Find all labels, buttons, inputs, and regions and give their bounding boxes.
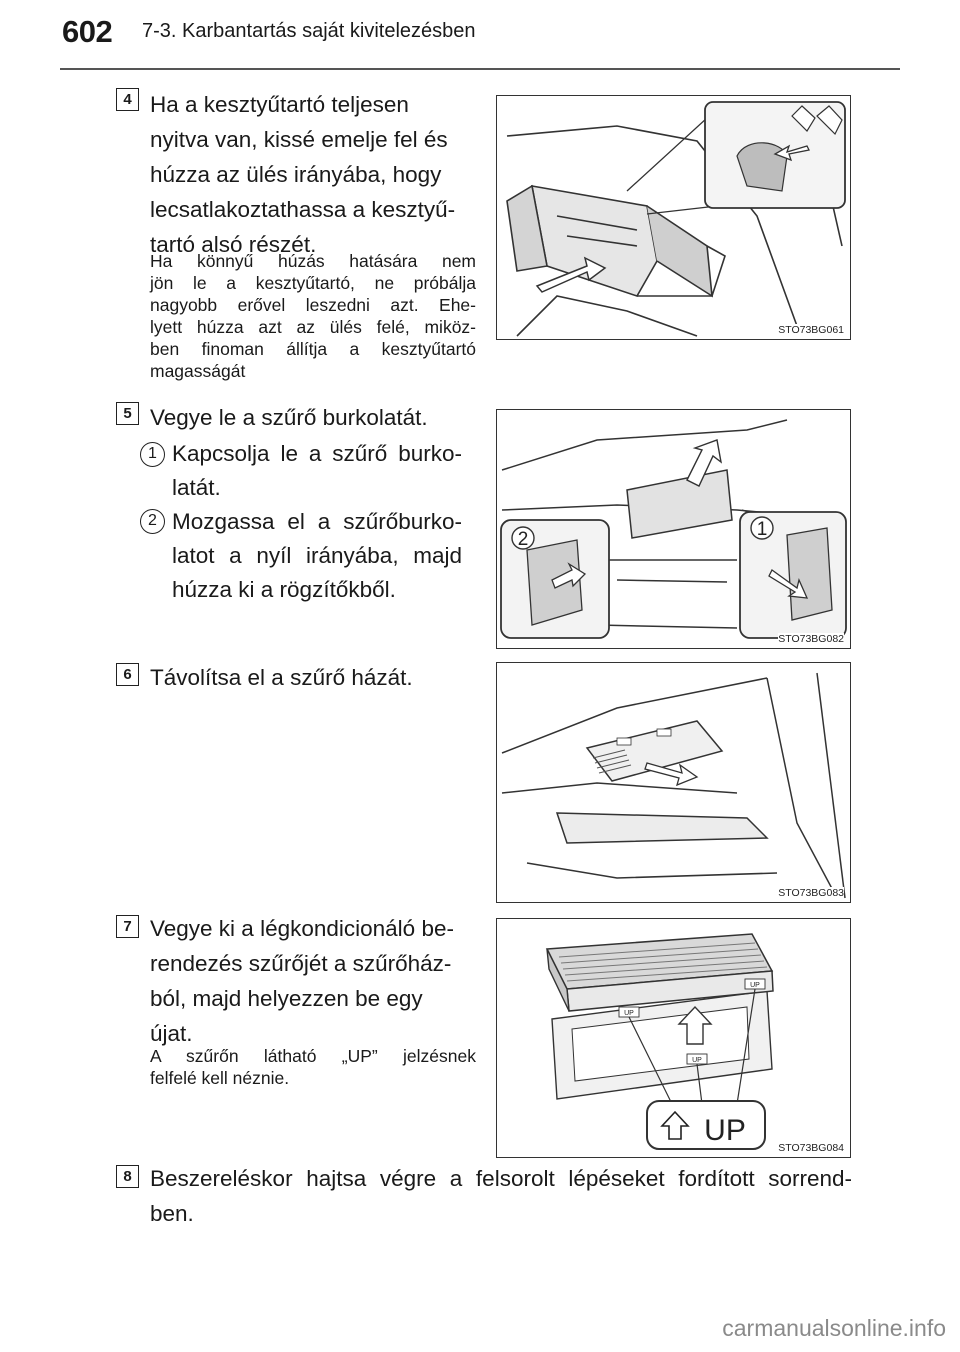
text-line: Kapcsolja le a szűrő burko- [172,441,462,466]
up-mark-enlarged: UP [704,1114,746,1147]
text-line: Beszereléskor hajtsa végre a felsorolt l… [150,1166,852,1191]
up-mark-filter-front: UP [624,1010,634,1017]
step-8-text: Beszereléskor hajtsa végre a felsorolt l… [150,1161,852,1231]
step-number-7: 7 [116,915,139,938]
text-line: Vegye ki a légkondicionáló be- [150,916,454,941]
step-4-text: Ha a kesztyűtartó teljesen nyitva van, k… [150,87,455,262]
step-number-8: 8 [116,1165,139,1188]
figure-code: STO73BG061 [778,324,844,336]
note-line: Ha könnyű húzás hatására nem [150,251,476,271]
note-line: lyett húzza azt az ülés felé, miköz- [150,317,476,337]
text-line: ból, majd helyezzen be egy [150,986,423,1011]
text-line: húzza az ülés irányába, hogy [150,162,442,187]
step-7-note: A szűrőn látható „UP” jelzésnek felfelé … [150,1045,476,1089]
note-line: ben finoman állítja a kesztyűtartó [150,339,476,359]
note-line: magasságát [150,361,246,381]
step-number-5: 5 [116,402,139,425]
page-header: 602 7-3. Karbantartás saját kivitelezésb… [0,0,960,70]
note-line: nagyobb erővel leszedni azt. Ehe- [150,295,476,315]
note-line: felfelé kell néznie. [150,1068,290,1088]
text-line: ben. [150,1201,194,1226]
filter-housing-illustration [501,672,846,899]
figure-code: STO73BG084 [778,1142,844,1154]
text-line: rendezés szűrőjét a szűrőház- [150,951,452,976]
substep-1-text: Kapcsolja le a szűrő burko- latát. [172,437,462,505]
text-line: latát. [172,475,221,500]
substep-marker-2: 2 [140,509,165,534]
note-line: A szűrőn látható „UP” jelzésnek [150,1046,476,1066]
step-4-note: Ha könnyű húzás hatására nem jön le a ke… [150,250,476,382]
step-7-text: Vegye ki a légkondicionáló be- rendezés … [150,911,454,1051]
text-line: Mozgassa el a szűrőburko- [172,509,462,534]
text-line: latot a nyíl irányába, majd [172,543,462,568]
glovebox-illustration [506,101,846,337]
site-watermark: carmanualsonline.info [722,1315,946,1341]
up-mark-housing: UP [692,1057,702,1064]
page-number: 602 [62,14,113,49]
text-line: nyitva van, kissé emelje fel és [150,127,448,152]
figure-filter-housing: STO73BG083 [496,662,851,903]
figure-glovebox-removal: STO73BG061 [496,95,851,340]
filter-cover-illustration: 2 1 [500,419,847,639]
step-number-4: 4 [116,88,139,111]
step-6-text: Távolítsa el a szűrő házát. [150,665,413,690]
figure-code: STO73BG083 [778,887,844,899]
substep-marker-1: 1 [140,442,165,467]
callout-1: 1 [757,519,768,540]
chapter-title: 7-3. Karbantartás saját kivitelezésben [142,20,476,42]
filter-replacement-illustration: UP UP UP UP [545,933,774,1150]
step-number-6: 6 [116,663,139,686]
step-5-text: Vegye le a szűrő burkolatát. [150,405,428,430]
callout-2: 2 [518,529,529,550]
text-line: lecsatlakoztathassa a kesztyű- [150,197,456,222]
header-divider [60,68,900,70]
text-line: Ha a kesztyűtartó teljesen [150,92,409,117]
text-line: tartó alsó részét. [150,232,317,257]
text-line: újat. [150,1021,193,1046]
note-line: jön le a kesztyűtartó, ne próbálja [150,273,476,293]
figure-filter-cover: 2 1 STO73BG082 [496,409,851,649]
figure-code: STO73BG082 [778,633,844,645]
figure-filter-replacement: UP UP UP UP STO73BG084 [496,918,851,1158]
up-mark-filter-side: UP [750,982,760,989]
text-line: húzza ki a rögzítőkből. [172,577,396,602]
substep-2-text: Mozgassa el a szűrőburko- latot a nyíl i… [172,505,462,607]
